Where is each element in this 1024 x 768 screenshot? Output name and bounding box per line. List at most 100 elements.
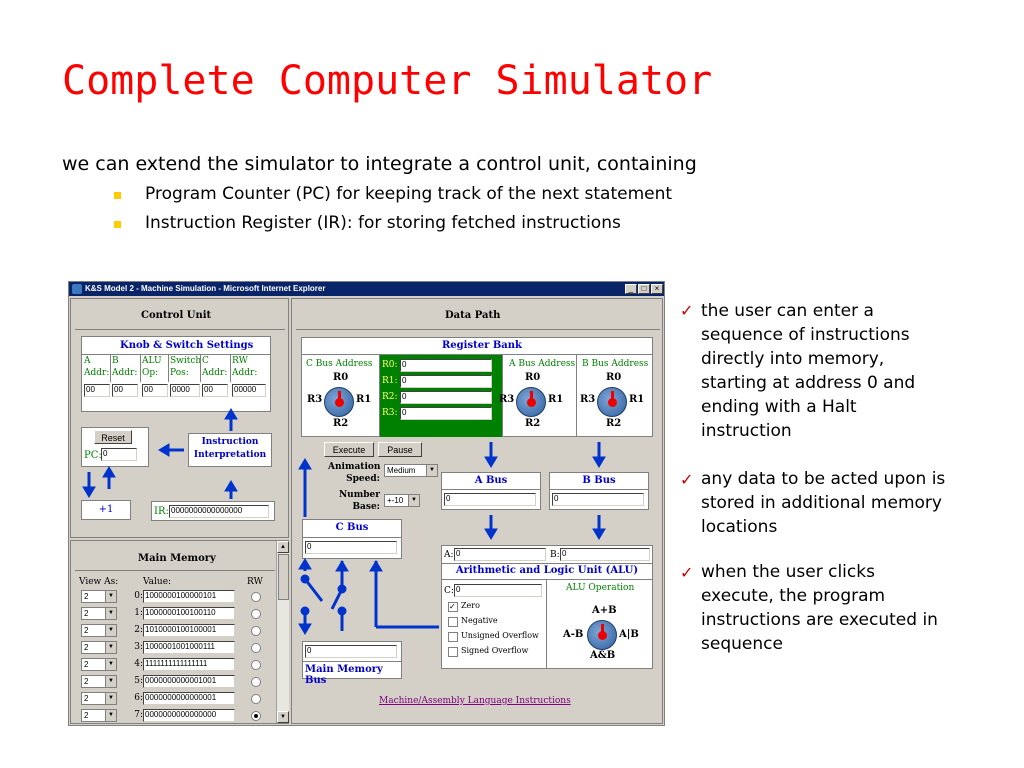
rw-radio[interactable] — [251, 694, 261, 704]
memory-view-select[interactable]: 2▼ — [81, 590, 117, 603]
execute-button[interactable]: Execute — [324, 442, 374, 457]
flag-checkbox[interactable] — [448, 647, 458, 657]
c-bus-knob-icon[interactable] — [324, 387, 354, 417]
base-select[interactable]: +-10▼ — [384, 494, 420, 507]
memory-value-field[interactable]: 1111111111111111 — [143, 658, 235, 671]
alu-c-field[interactable]: 0 — [454, 584, 542, 597]
memory-address: 2: — [134, 625, 143, 635]
knob-label: R0 — [606, 372, 622, 383]
memory-value-field[interactable]: 0000000000000001 — [143, 692, 235, 705]
memory-view-select[interactable]: 2▼ — [81, 624, 117, 637]
window-titlebar: K&S Model 2 - Machine Simulation - Micro… — [69, 282, 664, 296]
a-bus-box: A Bus 0 — [441, 472, 541, 510]
pause-button[interactable]: Pause — [378, 442, 422, 457]
divider — [75, 570, 275, 571]
b-bus-knob-icon[interactable] — [597, 387, 627, 417]
slide-title: Complete Computer Simulator — [62, 58, 713, 104]
chevron-down-icon: ▼ — [426, 465, 437, 476]
knob-setting-field[interactable]: 00 — [84, 384, 110, 397]
scroll-up-arrow-icon[interactable]: ▲ — [277, 541, 289, 553]
knob-label: R2 — [606, 418, 622, 429]
rw-radio[interactable] — [251, 677, 261, 687]
data-path-title: Data Path — [445, 310, 501, 321]
knob-setting-field[interactable]: 0000 — [170, 384, 200, 397]
register-label: R1: — [382, 376, 398, 386]
rw-radio[interactable] — [251, 711, 261, 721]
pc-label: PC: — [84, 450, 102, 461]
chevron-down-icon: ▼ — [105, 659, 116, 670]
alu-b-field[interactable]: 0 — [560, 548, 650, 561]
memory-address: 5: — [134, 676, 143, 686]
knob-column-label: Pos: — [170, 368, 189, 378]
scroll-thumb[interactable] — [278, 554, 289, 600]
memory-value-field[interactable]: 0000000000000000 — [143, 709, 235, 722]
memory-value-field[interactable]: 0000000000001001 — [143, 675, 235, 688]
speed-select[interactable]: Medium▼ — [384, 464, 438, 477]
close-button[interactable]: × — [651, 284, 663, 294]
alu-a-label: A: — [444, 550, 454, 560]
knob-label: R0 — [525, 372, 541, 383]
reset-button[interactable]: Reset — [94, 430, 132, 444]
register-field[interactable]: 0 — [400, 391, 492, 404]
knob-switch-title: Knob & Switch Settings — [120, 340, 254, 351]
bullet-pc: Program Counter (PC) for keeping track o… — [145, 184, 673, 204]
memory-view-select[interactable]: 2▼ — [81, 709, 117, 722]
check-icon: ✓ — [680, 301, 694, 320]
ir-field[interactable]: 0000000000000000 — [169, 505, 269, 518]
rw-label: RW — [247, 577, 263, 587]
knob-setting-field[interactable]: 00 — [142, 384, 168, 397]
rw-radio[interactable] — [251, 643, 261, 653]
register-field[interactable]: 0 — [400, 375, 492, 388]
knob-setting-field[interactable]: 00000 — [232, 384, 266, 397]
memory-value-field[interactable]: 1000001001000111 — [143, 641, 235, 654]
bullet-ir: Instruction Register (IR): for storing f… — [145, 213, 621, 233]
register-field[interactable]: 0 — [400, 407, 492, 420]
column-divider — [140, 354, 141, 382]
a-bus-field[interactable]: 0 — [444, 493, 536, 506]
alu-operation-knob-icon[interactable] — [587, 620, 617, 650]
memory-view-select[interactable]: 2▼ — [81, 658, 117, 671]
memory-view-select[interactable]: 2▼ — [81, 675, 117, 688]
memory-value-field[interactable]: 1010000100100001 — [143, 624, 235, 637]
register-field[interactable]: 0 — [400, 359, 492, 372]
rw-radio[interactable] — [251, 609, 261, 619]
b-bus-field[interactable]: 0 — [552, 493, 644, 506]
c-bus-field[interactable]: 0 — [305, 541, 397, 554]
main-memory-title: Main Memory — [138, 553, 216, 564]
memory-view-select[interactable]: 2▼ — [81, 641, 117, 654]
c-bus-address-label: C Bus Address — [306, 359, 373, 369]
rw-radio[interactable] — [251, 592, 261, 602]
main-memory-bus-field[interactable]: 0 — [305, 645, 397, 658]
a-bus-knob-icon[interactable] — [516, 387, 546, 417]
register-bank: Register Bank C Bus Address A Bus Addres… — [301, 337, 653, 437]
knob-column-label: Addr: — [232, 368, 258, 378]
chevron-down-icon: ▼ — [105, 591, 116, 602]
knob-label: R2 — [333, 418, 349, 429]
pc-field[interactable]: 0 — [101, 448, 137, 461]
flag-checkbox[interactable]: ✓ — [448, 602, 458, 612]
bullet-marker — [114, 192, 121, 199]
rw-radio[interactable] — [251, 626, 261, 636]
memory-address: 0: — [134, 591, 143, 601]
divider — [302, 354, 652, 355]
memory-view-select[interactable]: 2▼ — [81, 692, 117, 705]
memory-view-select[interactable]: 2▼ — [81, 607, 117, 620]
knob-setting-field[interactable]: 00 — [202, 384, 228, 397]
scroll-down-arrow-icon[interactable]: ▼ — [277, 711, 289, 723]
memory-value-field[interactable]: 1000000100000101 — [143, 590, 235, 603]
knob-label: R3 — [499, 394, 515, 405]
rw-radio[interactable] — [251, 660, 261, 670]
maximize-button[interactable]: □ — [638, 284, 650, 294]
memory-value-field[interactable]: 1000000100100110 — [143, 607, 235, 620]
flag-checkbox[interactable] — [448, 617, 458, 627]
knob-setting-field[interactable]: 00 — [112, 384, 138, 397]
instructions-link[interactable]: Machine/Assembly Language Instructions — [379, 696, 571, 706]
memory-scrollbar[interactable]: ▲ ▼ — [276, 541, 289, 723]
flag-checkbox[interactable] — [448, 632, 458, 642]
alu-a-field[interactable]: 0 — [454, 548, 546, 561]
minimize-button[interactable]: _ — [625, 284, 637, 294]
